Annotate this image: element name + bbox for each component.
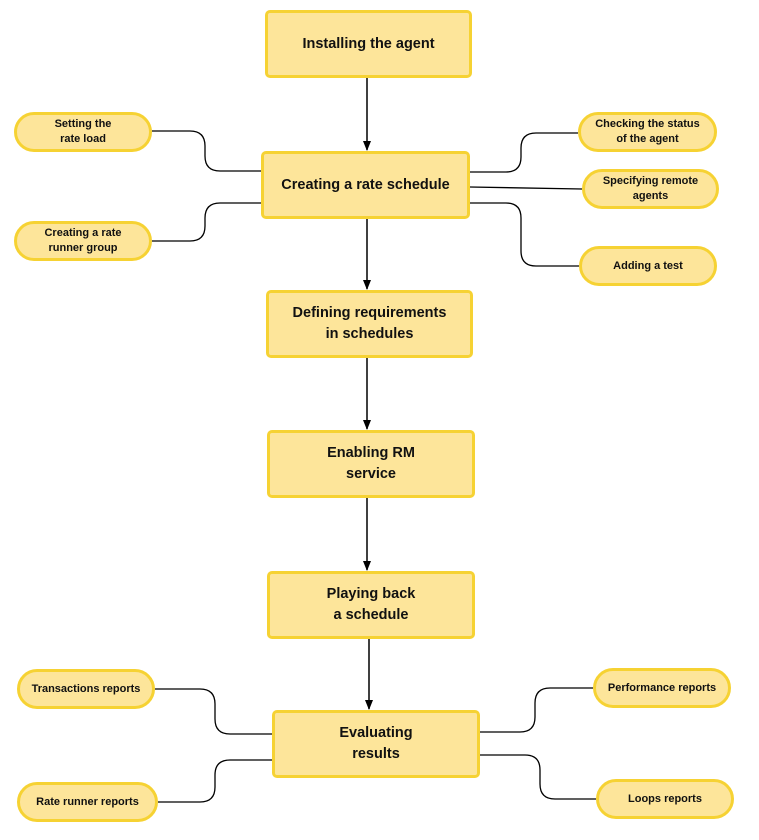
connector-specifying-remote [469, 186, 583, 190]
option-checking-status: Checking the status of the agent [578, 112, 717, 152]
connector-rate-runner-reports [158, 759, 272, 803]
step-defining-requirements: Defining requirements in schedules [266, 290, 473, 358]
connector-transactions-reports [155, 688, 272, 735]
connector-checking-status [470, 132, 578, 173]
option-loops-reports: Loops reports [596, 779, 734, 819]
connector-loops-reports [480, 754, 596, 800]
connector-setting-rate-load [152, 130, 261, 172]
option-performance-reports: Performance reports [593, 668, 731, 708]
option-specifying-remote-agents: Specifying remote agents [582, 169, 719, 209]
option-adding-test: Adding a test [579, 246, 717, 286]
option-transactions-reports: Transactions reports [17, 669, 155, 709]
step-enabling-rm-service: Enabling RM service [267, 430, 475, 498]
connector-performance-reports [480, 687, 593, 733]
option-rate-runner-reports: Rate runner reports [17, 782, 158, 822]
connector-creating-runner-group [152, 202, 261, 242]
step-playing-back-schedule: Playing back a schedule [267, 571, 475, 639]
step-installing-agent: Installing the agent [265, 10, 472, 78]
option-creating-runner-group: Creating a rate runner group [14, 221, 152, 261]
option-setting-rate-load: Setting the rate load [14, 112, 152, 152]
step-evaluating-results: Evaluating results [272, 710, 480, 778]
step-creating-rate-schedule: Creating a rate schedule [261, 151, 470, 219]
connector-adding-test [470, 202, 579, 267]
